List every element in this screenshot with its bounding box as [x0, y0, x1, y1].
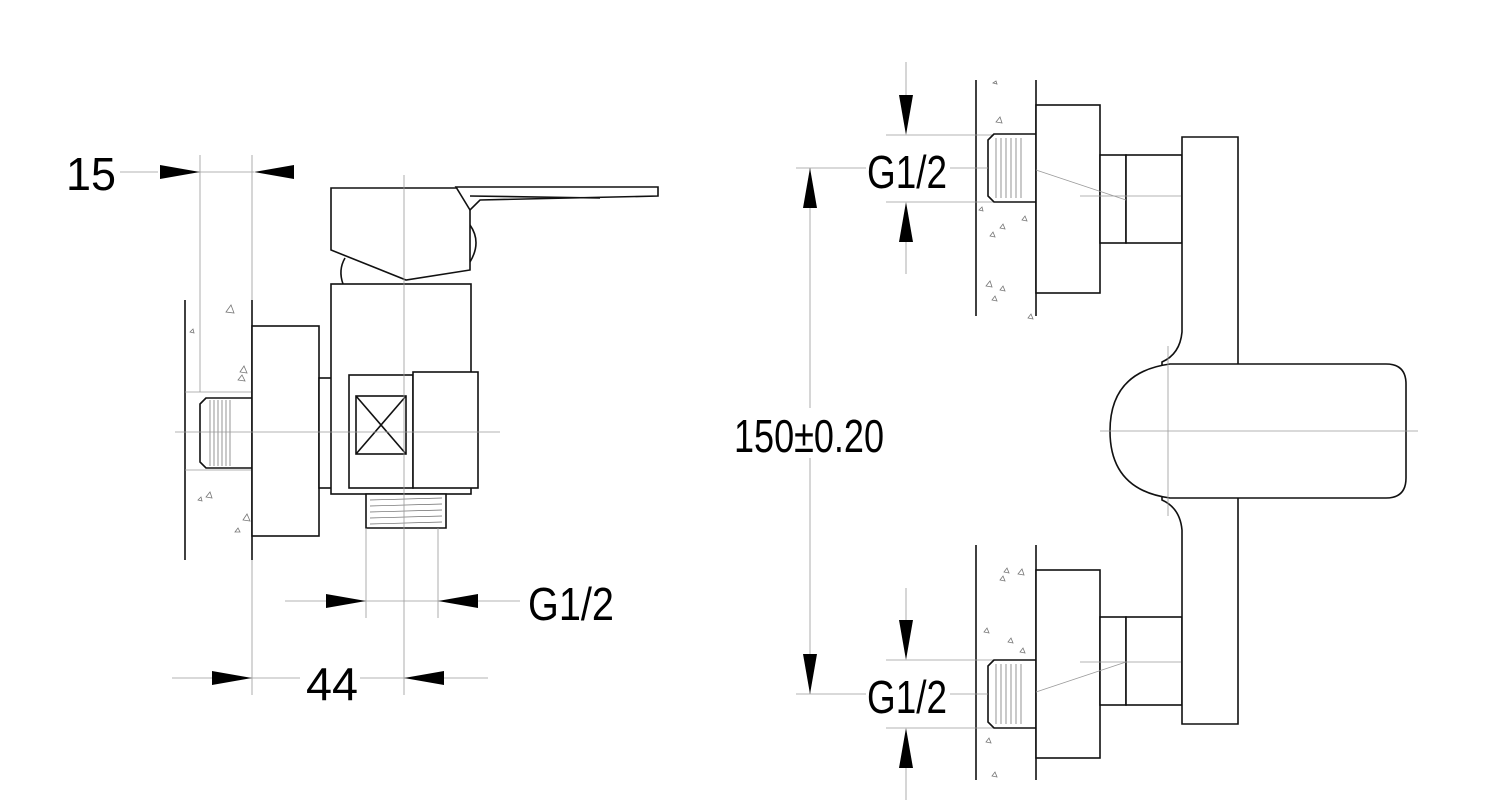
- dim-side-projection: 44: [306, 658, 358, 710]
- dim-front-top-inlet-thread: G1/2: [867, 146, 947, 198]
- side-inlet-thread: [199, 397, 253, 469]
- dim-side-outlet-thread: G1/2: [528, 578, 614, 630]
- front-top-wall: [975, 80, 1196, 320]
- side-lever-handle: [330, 187, 471, 281]
- front-view: G1/2 150±0.20 G1/2: [734, 62, 1418, 800]
- side-handle-arc: [340, 257, 346, 285]
- side-escutcheon: [251, 325, 320, 537]
- front-bottom-wall: [975, 545, 1196, 780]
- dim-front-bottom-inlet-thread: G1/2: [867, 671, 947, 723]
- dim-side-wall-offset: 15: [66, 148, 116, 200]
- side-view: 15 G1/2 44: [66, 148, 659, 710]
- dim-front-center-distance: 150±0.20: [734, 410, 884, 462]
- side-outlet-thread: [365, 493, 447, 529]
